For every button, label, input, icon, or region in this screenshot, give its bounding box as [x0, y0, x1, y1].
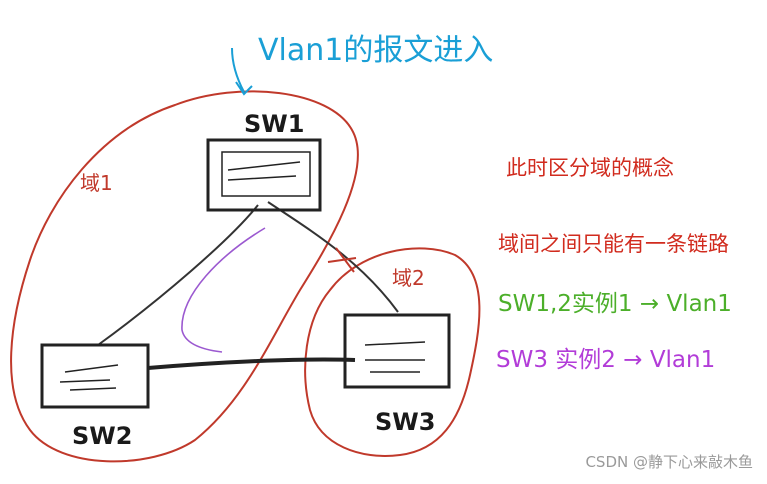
note-instance-2: SW3 实例2 → Vlan1 — [496, 347, 716, 373]
forwarding-path — [181, 227, 266, 353]
incoming-arrow-icon — [231, 47, 253, 96]
switch-sw3 — [343, 313, 451, 389]
domain-1-outline — [10, 90, 359, 463]
link-sw2-sw3 — [147, 357, 356, 370]
link-sw1-sw2 — [97, 204, 259, 346]
domain-2-outline — [304, 247, 481, 457]
domain-2-label: 域2 — [392, 266, 425, 290]
switch-sw2 — [40, 343, 150, 409]
link-sw1-sw3 — [267, 201, 399, 313]
note-domain-concept: 此时区分域的概念 — [506, 156, 674, 180]
blocked-port-mark — [327, 247, 357, 273]
sw2-label: SW2 — [72, 422, 132, 450]
domain-1-label: 域1 — [80, 171, 113, 195]
vlan-ingress-annotation: Vlan1的报文进入 — [258, 33, 493, 68]
switch-sw1 — [206, 138, 322, 212]
note-single-link: 域间之间只能有一条链路 — [498, 232, 729, 256]
sw1-label: SW1 — [244, 110, 304, 138]
note-instance-1: SW1,2实例1 → Vlan1 — [498, 291, 732, 317]
sw3-label: SW3 — [375, 408, 435, 436]
watermark: CSDN @静下心来敲木鱼 — [585, 453, 753, 471]
